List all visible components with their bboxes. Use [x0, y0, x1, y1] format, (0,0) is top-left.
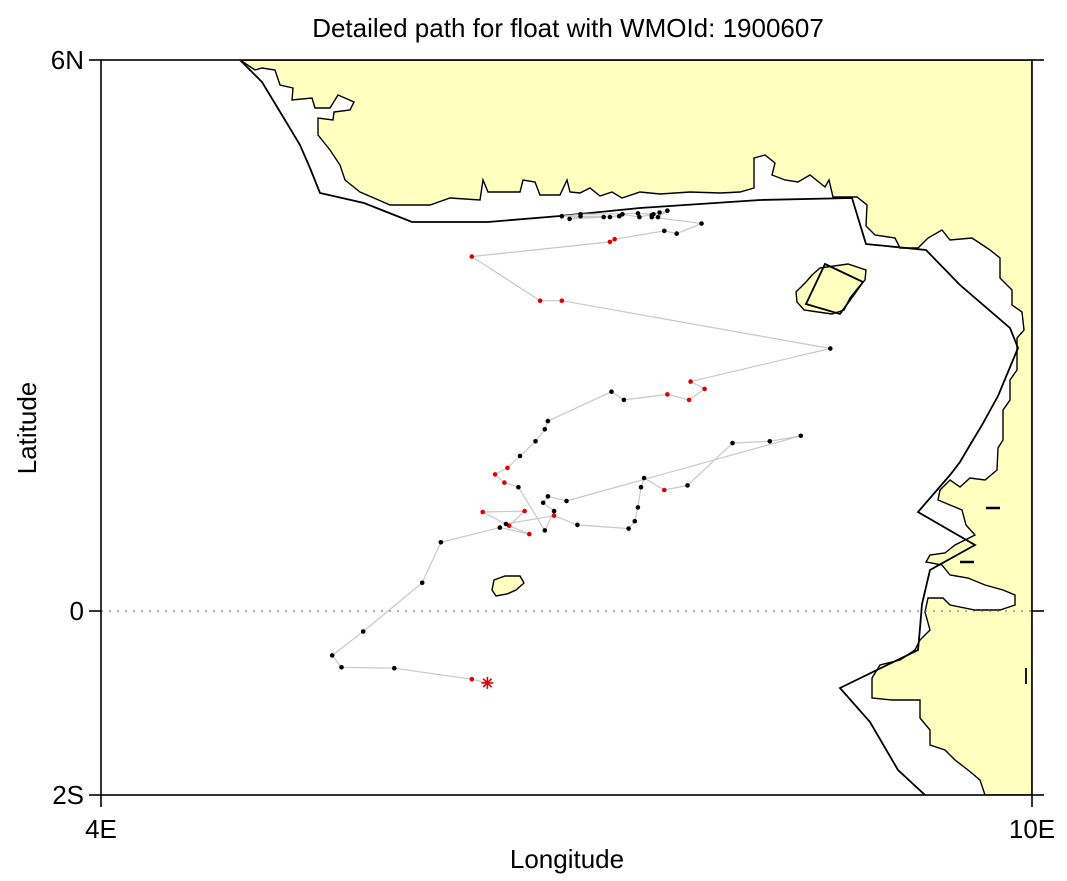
- track-point: [497, 525, 503, 530]
- track-point: [621, 397, 627, 403]
- ytick-label-6n: 6N: [51, 45, 84, 75]
- y-axis-label: Latitude: [12, 382, 42, 475]
- track-point: [564, 498, 569, 504]
- track-point: [542, 528, 548, 533]
- track-point: [505, 465, 510, 471]
- track-point: [545, 494, 551, 499]
- track-point: [665, 392, 670, 397]
- track-point: [559, 298, 565, 304]
- track-point: [635, 211, 641, 216]
- track-point: [674, 231, 679, 236]
- x-axis-label: Longitude: [510, 844, 624, 874]
- track-point: [699, 221, 704, 226]
- track-point: [516, 484, 521, 490]
- track-point: [767, 439, 773, 444]
- track-point: [542, 427, 548, 432]
- track-point: [607, 239, 613, 245]
- xtick-label-4e: 4E: [85, 814, 117, 844]
- island-bioko-land: [795, 263, 867, 315]
- map-title: Detailed path for float with WMOId: 1900…: [312, 13, 824, 43]
- track-point: [469, 254, 475, 259]
- track-point: [637, 214, 642, 220]
- map-plot-area: [101, 60, 1032, 795]
- track-point: [492, 472, 498, 477]
- track-point: [517, 453, 523, 459]
- track-point: [527, 531, 532, 537]
- track-point: [655, 214, 661, 220]
- plot-frame: [100, 59, 1033, 796]
- track-point: [798, 433, 804, 439]
- track-point: [702, 386, 707, 392]
- track-point: [392, 665, 397, 671]
- track-point: [533, 439, 538, 444]
- track-point: [686, 397, 692, 403]
- mainland-land: [238, 60, 1032, 795]
- track-line: [331, 210, 831, 684]
- island-coarse-outline: [804, 262, 865, 316]
- track-point: [626, 526, 631, 531]
- track-point: [828, 346, 833, 351]
- track-point: [469, 676, 475, 682]
- track-point: [657, 210, 662, 215]
- track-point: [339, 665, 344, 670]
- track-point: [632, 518, 638, 524]
- track-point: [360, 629, 366, 634]
- track-point: [601, 214, 606, 220]
- track-point: [688, 379, 693, 384]
- track-point: [551, 508, 557, 514]
- track-point: [329, 653, 335, 658]
- track-point: [641, 475, 647, 481]
- track-point: [540, 500, 546, 506]
- track-point: [419, 580, 425, 586]
- track-point: [662, 487, 667, 493]
- track-point: [662, 228, 667, 234]
- island-principe-land: [491, 575, 525, 597]
- track-point: [685, 483, 690, 488]
- track-point: [567, 216, 572, 222]
- track-point: [578, 212, 583, 217]
- track-point: [522, 508, 527, 514]
- track-point: [638, 484, 644, 490]
- ytick-label-0: 0: [70, 596, 84, 626]
- track-point: [503, 521, 509, 527]
- track-point: [617, 213, 622, 219]
- coarse-coastline: [239, 60, 1019, 795]
- track-point: [607, 214, 613, 220]
- ytick-label-2s: 2S: [52, 780, 84, 810]
- xtick-label-10e: 10E: [1009, 814, 1055, 844]
- track-point: [609, 389, 614, 395]
- track-point: [665, 208, 670, 213]
- axis-ticks: [89, 59, 1044, 807]
- float-track: [329, 208, 833, 689]
- track-point: [438, 540, 444, 545]
- track-point: [551, 513, 557, 518]
- track-point: [545, 418, 551, 424]
- track-point: [612, 236, 617, 242]
- track-point: [480, 509, 486, 515]
- track-final-position-marker: [481, 676, 494, 689]
- track-point: [635, 505, 641, 510]
- track-point: [575, 522, 580, 528]
- track-point: [537, 298, 543, 304]
- track-point: [559, 213, 565, 219]
- track-point: [651, 212, 656, 217]
- track-point: [730, 440, 735, 446]
- track-point: [502, 480, 507, 485]
